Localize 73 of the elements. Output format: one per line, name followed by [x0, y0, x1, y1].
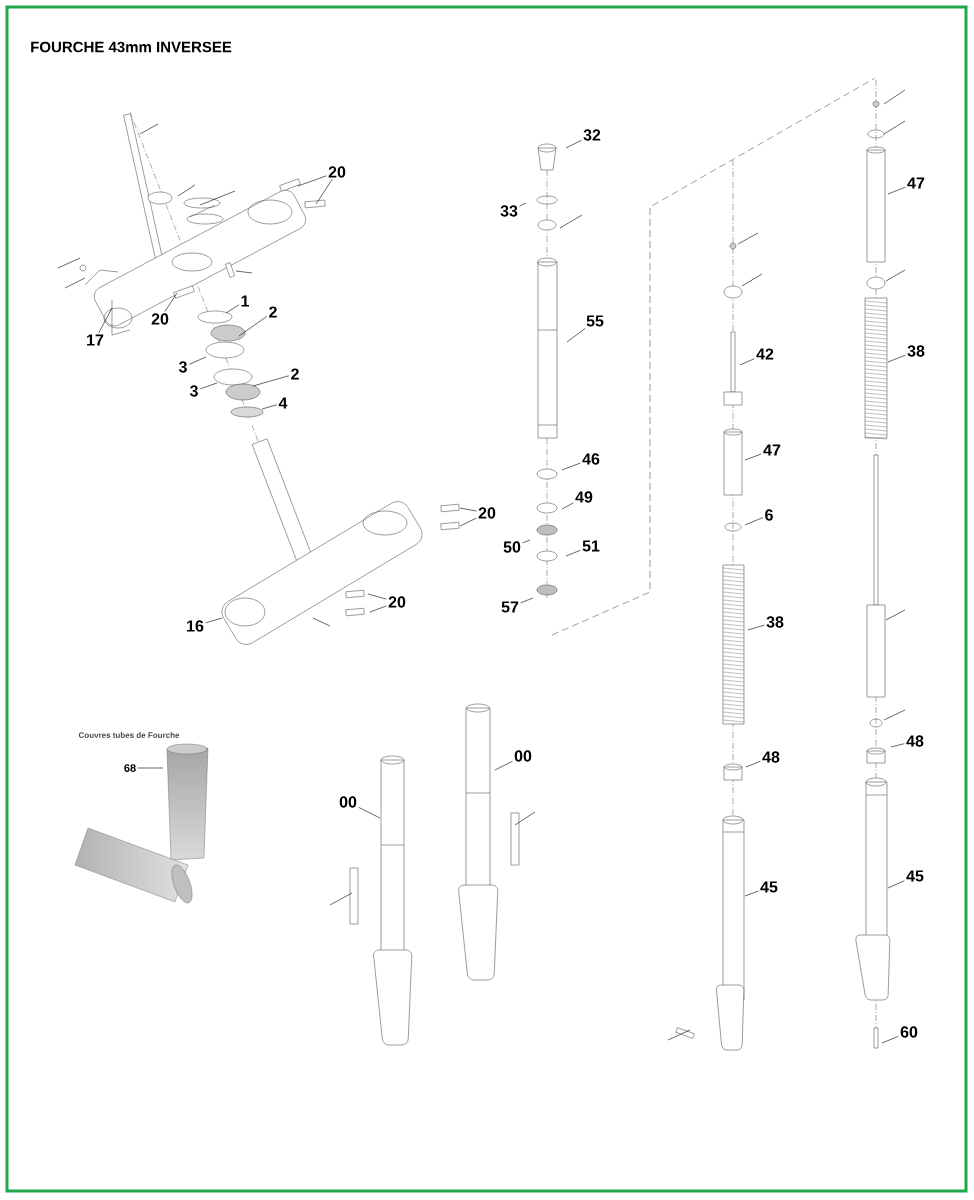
- callout-number: 6: [765, 509, 773, 521]
- leader-line: [369, 605, 387, 613]
- leader-line: [297, 175, 327, 187]
- callout-number: 48: [906, 735, 924, 747]
- leader-line: [459, 517, 477, 527]
- leader-line: [261, 404, 278, 410]
- callout-number: 46: [582, 453, 600, 465]
- callout-number: 32: [583, 129, 601, 141]
- leader-line: [566, 328, 586, 343]
- callout-number: 38: [766, 616, 784, 628]
- leader-line: [887, 354, 906, 363]
- leader-line: [252, 375, 290, 387]
- leader-line: [744, 453, 762, 461]
- leader-line: [520, 597, 534, 604]
- caption-text: Couvres tubes de Fourche: [78, 732, 180, 738]
- leader-line: [98, 307, 113, 334]
- leader-line: [565, 549, 581, 557]
- leader-line: [522, 539, 531, 544]
- callout-number: 47: [907, 177, 925, 189]
- leader-line: [315, 179, 333, 205]
- callout-number: 4: [278, 397, 288, 409]
- leader-line: [881, 1036, 899, 1044]
- leader-line: [459, 507, 477, 512]
- callout-number: 68: [124, 764, 136, 772]
- leader-line: [745, 760, 761, 768]
- leader-line: [561, 502, 574, 510]
- callout-number: 1: [241, 295, 249, 307]
- leader-line: [164, 292, 178, 312]
- callout-number: 51: [582, 540, 600, 552]
- callout-number: 60: [900, 1026, 918, 1038]
- callout-number: 00: [514, 750, 532, 762]
- leader-line: [367, 593, 387, 600]
- leader-line: [358, 807, 381, 819]
- leader-line: [494, 761, 513, 771]
- leader-line: [739, 358, 755, 366]
- callout-number: 42: [756, 348, 774, 360]
- callout-number: 49: [575, 491, 593, 503]
- leader-line: [744, 517, 764, 526]
- callout-number: 50: [503, 541, 521, 553]
- callout-number: 2: [291, 368, 299, 380]
- callout-number: 3: [178, 361, 187, 373]
- callout-number: 00: [339, 796, 357, 808]
- callout-number: 2: [269, 306, 277, 318]
- callout-number: 20: [328, 166, 346, 178]
- leader-line: [887, 186, 906, 195]
- leader-line: [565, 140, 582, 149]
- leader-line: [238, 316, 268, 337]
- callout-number: 48: [762, 751, 780, 763]
- callout-number: 45: [906, 870, 924, 882]
- callout-number: 33: [500, 205, 518, 217]
- leader-line: [225, 304, 240, 314]
- callout-number: 45: [760, 881, 778, 893]
- leader-line: [188, 356, 207, 365]
- callout-number: 20: [388, 596, 406, 608]
- callout-number: 38: [907, 345, 925, 357]
- leader-line: [744, 890, 759, 897]
- callout-number: 3: [189, 385, 198, 397]
- leader-line: [199, 382, 218, 390]
- leader-line: [887, 880, 905, 889]
- callout-number: 20: [478, 507, 496, 519]
- callout-number: 16: [187, 620, 204, 632]
- callout-number: 55: [586, 315, 604, 327]
- callout-number: 20: [151, 313, 169, 325]
- leader-line: [519, 202, 527, 207]
- callout-number: 57: [501, 601, 519, 613]
- title: FOURCHE 43mm INVERSEE: [31, 41, 232, 53]
- callout-number: 47: [763, 444, 781, 456]
- leader-line: [890, 743, 905, 748]
- callout-number: 17: [87, 334, 104, 346]
- leader-line: [747, 624, 765, 631]
- leader-line: [561, 462, 581, 471]
- leader-line: [205, 617, 223, 624]
- leader-line: [137, 767, 164, 769]
